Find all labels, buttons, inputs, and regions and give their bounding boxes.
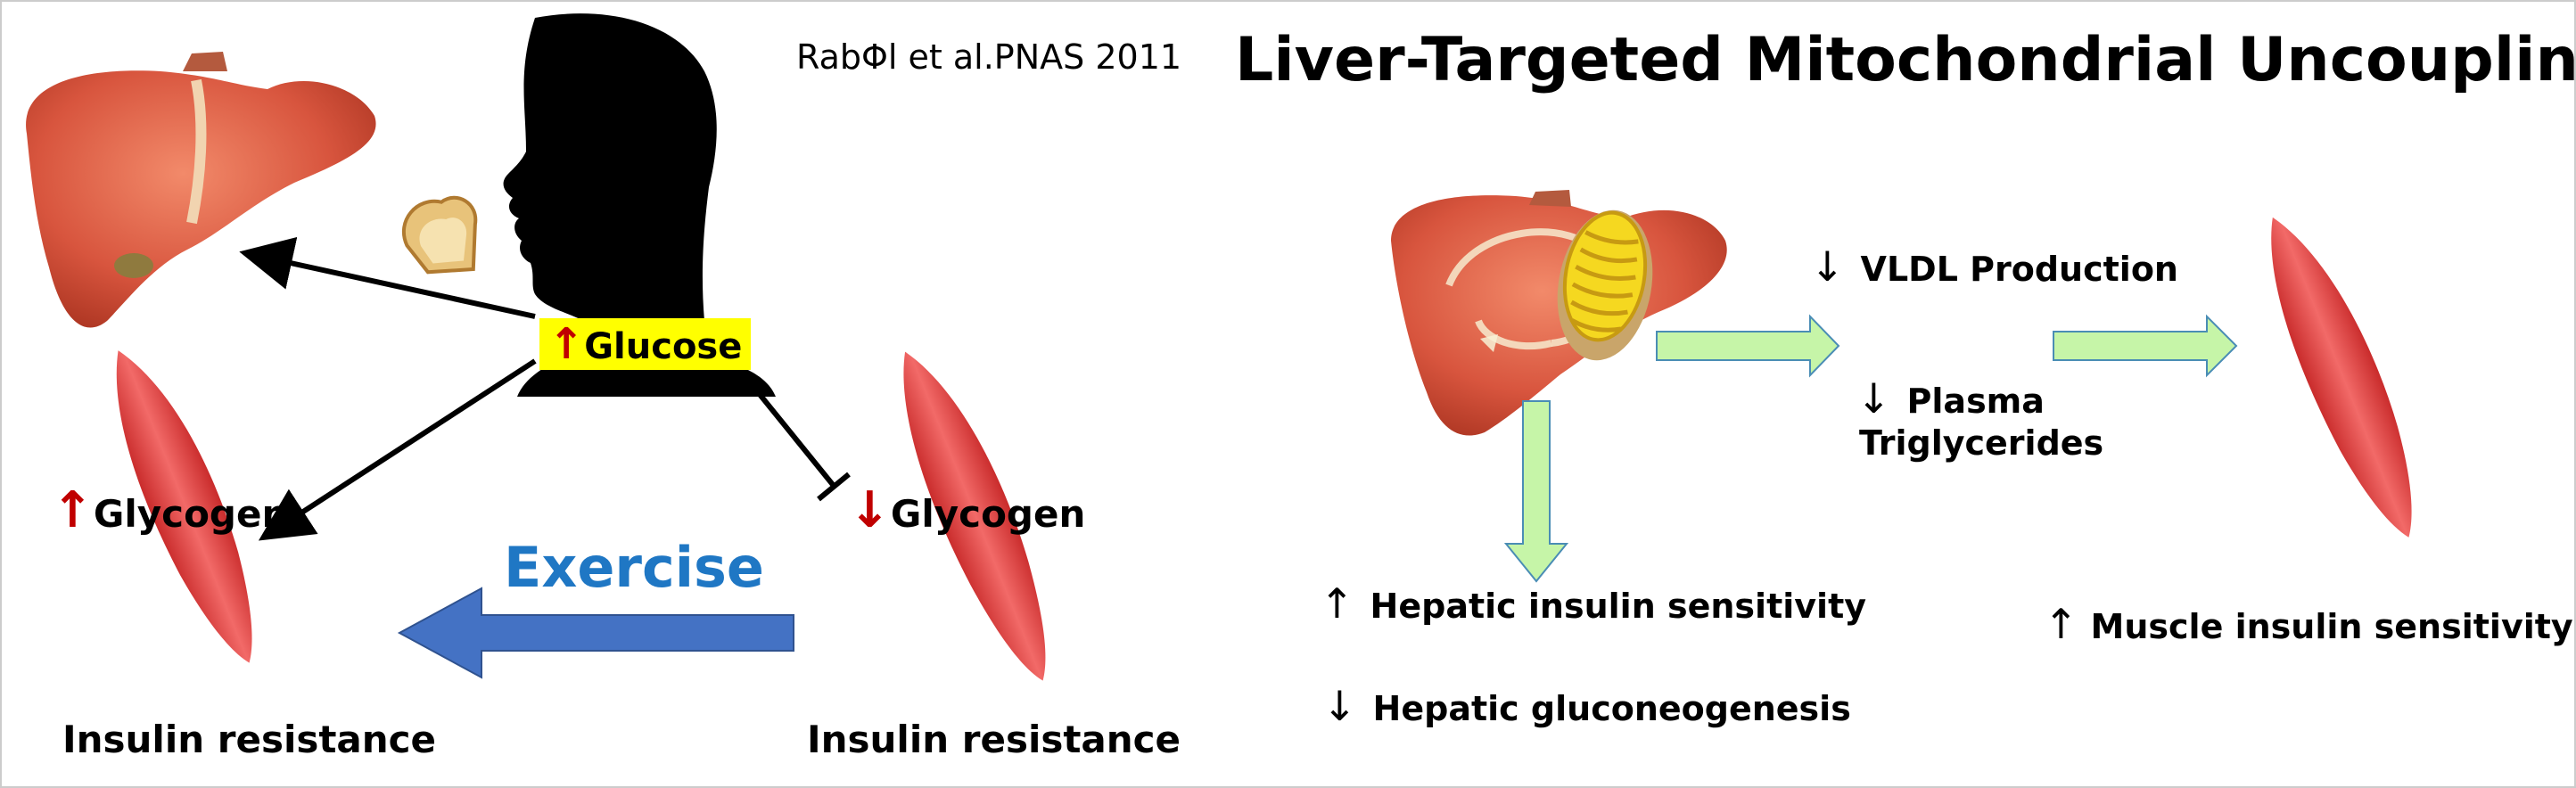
arrow-glucose-to-muscle [258, 358, 537, 541]
arrow-glucose-to-liver [239, 236, 536, 319]
glucose-box [539, 318, 751, 370]
down-arrow-icon: ↓ [1322, 682, 1357, 730]
figure-title: Liver-Targeted Mitochondrial Uncoupling [1235, 25, 2576, 95]
head-silhouette [503, 13, 776, 398]
down-arrow-icon: ↓ [1810, 242, 1845, 291]
up-arrow-icon: ↑ [52, 481, 94, 539]
glycogen-up-label: Glycogen [93, 492, 289, 536]
citation-text: RabΦl et al.PNAS 2011 [796, 37, 1182, 77]
up-arrow-icon: ↑ [1320, 579, 1354, 628]
up-arrow-icon: ↑ [2044, 600, 2078, 648]
green-arrow-vldl-to-muscle [2053, 314, 2238, 378]
hepatic-sensitivity-label: Hepatic insulin sensitivity [1370, 587, 1867, 626]
hepatic-sensitivity-group: ↑ Hepatic insulin sensitivity [1320, 579, 1866, 628]
plasma-group: ↓ Plasma [1856, 374, 2045, 423]
triglycerides-label: Triglycerides [1859, 423, 2104, 463]
insulin-resistance-left: Insulin resistance [62, 718, 437, 761]
muscle-image-left [116, 350, 252, 663]
plasma-label: Plasma [1906, 382, 2045, 421]
muscle-image-far-right [2271, 217, 2412, 538]
vldl-production-label: VLDL Production [1860, 250, 2178, 289]
bread-slice-icon [401, 195, 478, 275]
glycogen-down-label: Glycogen [890, 492, 1086, 536]
green-arrow-liver-to-vldl [1656, 314, 1840, 378]
liver-image [26, 52, 376, 328]
inhibit-glucose-to-muscle [755, 390, 836, 488]
muscle-sensitivity-label: Muscle insulin sensitivity [2090, 607, 2573, 646]
up-arrow-icon: ↑ [548, 319, 585, 369]
glycogen-up-group: ↑Glycogen [52, 481, 288, 539]
gluconeogenesis-group: ↓ Hepatic gluconeogenesis [1322, 682, 1851, 730]
exercise-label: Exercise [504, 535, 764, 600]
glycogen-down-group: ↓Glycogen [849, 481, 1085, 539]
glucose-label-group: ↑Glucose [548, 319, 742, 369]
insulin-resistance-right: Insulin resistance [807, 718, 1181, 761]
glucose-label: Glucose [584, 326, 743, 367]
exercise-arrow [397, 587, 794, 679]
down-arrow-icon: ↓ [1856, 374, 1891, 423]
down-arrow-icon: ↓ [849, 481, 891, 539]
mitochondrion-image [1557, 209, 1653, 361]
green-arrow-liver-down [1503, 400, 1569, 583]
inhibit-bar [817, 472, 851, 502]
muscle-sensitivity-group: ↑ Muscle insulin sensitivity [2044, 600, 2573, 648]
muscle-image-right [903, 351, 1046, 681]
gluconeogenesis-label: Hepatic gluconeogenesis [1372, 689, 1851, 728]
vldl-production-group: ↓ VLDL Production [1810, 242, 2178, 291]
